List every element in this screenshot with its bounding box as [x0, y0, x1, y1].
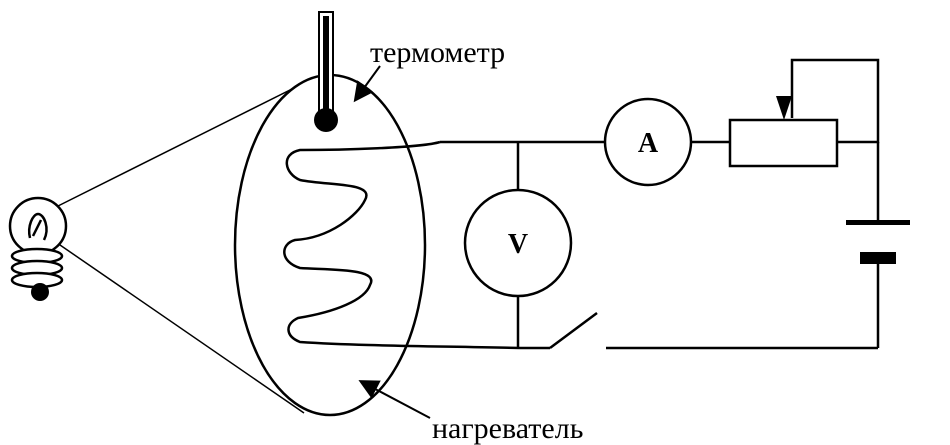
battery-icon [846, 220, 910, 264]
thermometer-pointer-arrow [353, 65, 381, 103]
rheostat [728, 96, 839, 168]
heater-pointer-arrow [358, 380, 431, 419]
voltmeter-label: V [508, 229, 528, 260]
switch-blade [549, 311, 598, 350]
ammeter-label: A [638, 128, 659, 159]
heater-coil [283, 140, 521, 350]
circuit-wires [440, 58, 880, 350]
thermometer-icon [314, 11, 338, 132]
ammeter: A [603, 97, 693, 187]
projection-line-bottom [59, 244, 305, 414]
light-bulb-icon [8, 196, 68, 301]
thermometer-label: термометр [370, 36, 505, 69]
projection-line-top [57, 83, 303, 207]
voltmeter: V [463, 188, 573, 298]
heater-label: нагреватель [432, 412, 583, 445]
